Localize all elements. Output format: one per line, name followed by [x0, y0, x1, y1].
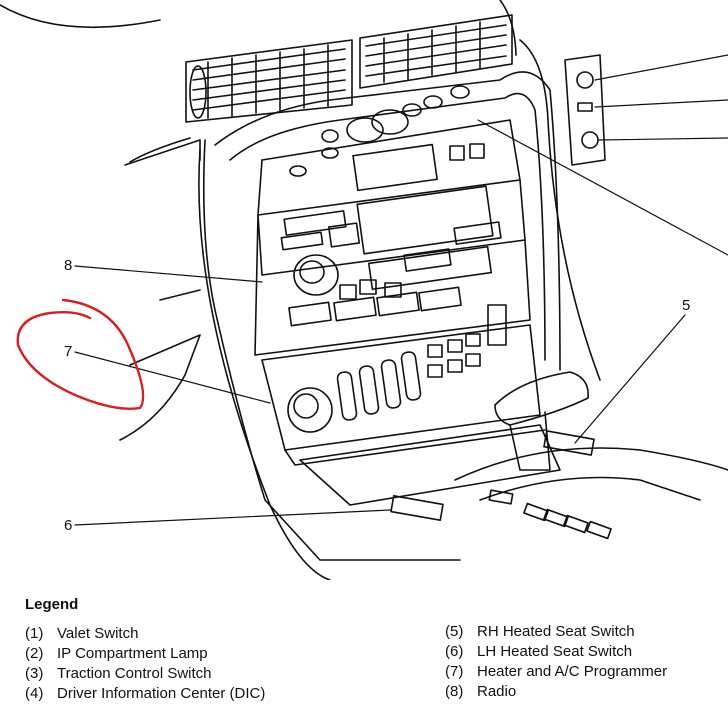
callout-7: 7: [64, 343, 73, 360]
legend-item: (7)Heater and A/C Programmer: [445, 663, 668, 680]
red-annotation-circle: [16, 298, 145, 410]
top-oval-buttons: [321, 85, 470, 143]
legend-item: (2)IP Compartment Lamp: [25, 645, 208, 662]
legend-left-column: (1)Valet Switch (2)IP Compartment Lamp (…: [25, 624, 265, 704]
console-left-curve: [198, 149, 331, 580]
left-panel-edge-2: [159, 289, 201, 301]
legend-item: (3)Traction Control Switch: [25, 665, 212, 682]
legend-item: (1)Valet Switch: [25, 625, 139, 642]
legend-item: (5)RH Heated Seat Switch: [445, 623, 635, 640]
legend-item: (4)Driver Information Center (DIC): [25, 685, 266, 702]
climate-panel: [261, 324, 546, 466]
dash-upper-edge: [129, 137, 191, 163]
legend-item: (8)Radio: [445, 683, 517, 700]
left-panel-edge: [119, 334, 201, 441]
dash-lower-edge: [124, 139, 201, 166]
radio-knob: [293, 254, 339, 296]
gear-shifter: [454, 371, 728, 540]
rh-heated-seat-switch: [543, 430, 595, 456]
console-right-edge: [519, 39, 601, 381]
console-outer: [202, 139, 461, 561]
lh-heated-seat-switch: [390, 494, 444, 522]
radio-buttons: [280, 143, 507, 346]
switch-cluster-right: [564, 54, 606, 166]
air-vent-right: [359, 14, 513, 89]
vent-right-top: [499, 0, 517, 56]
dash-top-edge: [0, 4, 161, 29]
callout-5: 5: [682, 297, 691, 314]
legend-title: Legend: [25, 596, 79, 613]
legend-item: (6)LH Heated Seat Switch: [445, 643, 633, 660]
air-vent-left: [185, 39, 353, 123]
radio-panel: [254, 119, 531, 356]
console-line-drawing: [0, 0, 728, 580]
console-face: [214, 71, 561, 371]
console-inner: [229, 92, 546, 361]
leader-lines: [74, 54, 728, 526]
legend-right-column: (5)RH Heated Seat Switch (6)LH Heated Se…: [445, 622, 667, 702]
lower-tray: [299, 424, 561, 506]
callout-6: 6: [64, 517, 73, 534]
callout-8: 8: [64, 257, 73, 274]
